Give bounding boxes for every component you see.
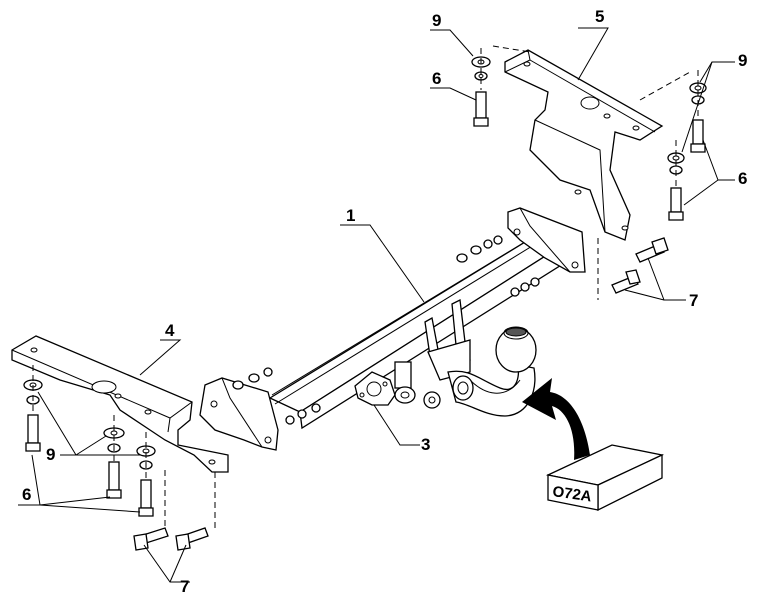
- crossbar-nuts-left: [232, 367, 321, 425]
- bolts-right-side: [667, 70, 707, 221]
- main-crossbar: [199, 207, 586, 451]
- callout-bolts-m-right: 7: [689, 291, 698, 310]
- callout-bracket-right: 5: [595, 7, 604, 26]
- curved-arrow: [522, 378, 590, 460]
- part-label-text: O72A: [551, 483, 592, 505]
- callout-washers-left: 9: [46, 445, 55, 464]
- bolts-m-right: [611, 237, 669, 294]
- callout-bolts-left: 6: [22, 485, 31, 504]
- callout-numbers: 1 3 4 5 6 9 9 6 7 9 6 7: [22, 7, 747, 596]
- callout-bracket-left: 4: [165, 321, 175, 340]
- callout-bolts-m-left: 7: [180, 577, 189, 596]
- leader-lines: [18, 27, 735, 583]
- bolt-top-right: [471, 48, 491, 127]
- callout-bolt-top-right: 6: [432, 69, 441, 88]
- callout-washers-right: 9: [738, 51, 747, 70]
- callout-washer-top-right: 9: [432, 11, 441, 30]
- right-mounting-bracket: [504, 49, 664, 241]
- callout-crossbar: 1: [346, 206, 355, 225]
- left-mounting-bracket: [11, 335, 229, 473]
- callout-ball-neck: 3: [421, 435, 430, 454]
- tow-ball-neck: [354, 299, 537, 417]
- part-label-box: O72A: [545, 444, 665, 512]
- assembly-dashed-lines: [492, 45, 691, 300]
- callout-bolts-right: 6: [738, 169, 747, 188]
- bolts-left-side: [23, 365, 156, 517]
- crossbar-nuts-right: [456, 235, 540, 297]
